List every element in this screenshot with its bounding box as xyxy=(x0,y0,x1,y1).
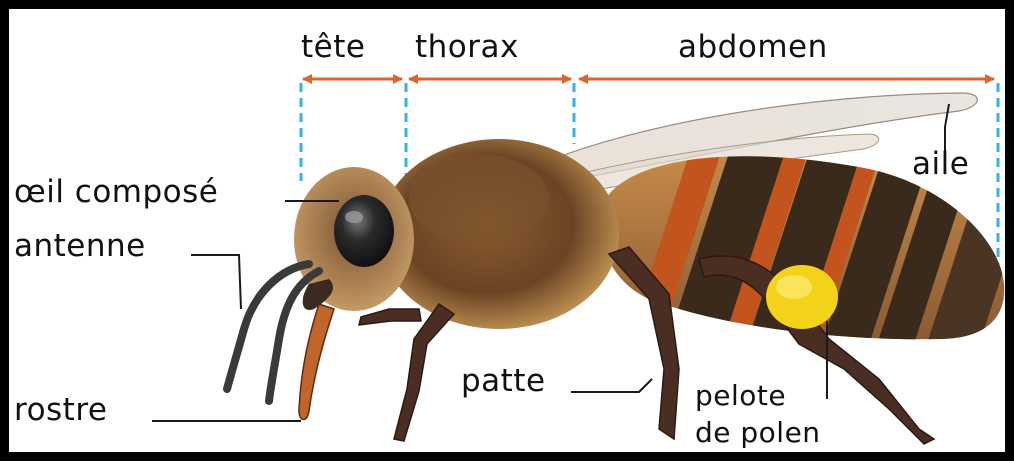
label-compound-eye: œil composé xyxy=(14,177,218,208)
label-proboscis: rostre xyxy=(14,395,107,426)
bee-illustration xyxy=(9,9,1014,470)
antenna-pointer xyxy=(191,255,241,309)
section-label-abdomen: abdomen xyxy=(678,32,828,63)
label-pollen-line2: de polen xyxy=(695,419,821,447)
label-wing: aile xyxy=(912,149,969,180)
proboscis xyxy=(299,304,334,419)
section-label-thorax: thorax xyxy=(415,32,519,63)
leg-pointer xyxy=(571,379,652,392)
label-antenna: antenne xyxy=(14,231,146,262)
label-leg: patte xyxy=(461,366,546,397)
label-pollen-line1: pelote xyxy=(695,382,786,410)
compound-eye xyxy=(334,195,394,267)
section-label-head: tête xyxy=(301,32,365,63)
